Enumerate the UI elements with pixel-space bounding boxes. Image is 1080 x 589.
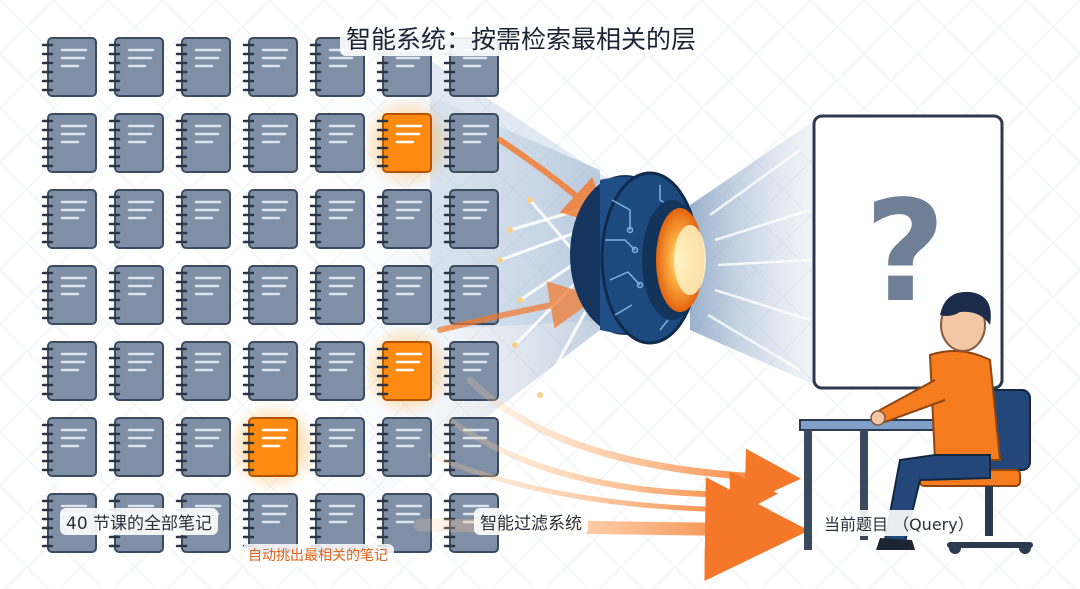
notebook-icon — [443, 189, 499, 249]
output-ray — [714, 288, 811, 322]
notebook-icon — [41, 37, 97, 97]
question-mark-icon: ? — [864, 171, 945, 334]
notebook-icon — [376, 417, 432, 477]
filter-system-label: 智能过滤系统 — [474, 508, 588, 535]
person-icon — [870, 291, 1002, 550]
notebook-icon — [309, 417, 365, 477]
ray-dot — [507, 227, 513, 233]
notebook-icon — [108, 189, 164, 249]
notebook-icon — [175, 265, 231, 325]
notes-grid — [41, 37, 499, 553]
all-notes-label: 40 节课的全部笔记 — [60, 508, 219, 535]
notebook-icon — [376, 189, 432, 249]
notebook-highlighted-icon — [227, 401, 319, 493]
notebook-icon — [443, 341, 499, 401]
notebook-icon — [309, 113, 365, 173]
notebook-icon — [41, 417, 97, 477]
notebook-icon — [376, 493, 432, 553]
auto-pick-label: 自动挑出最相关的笔记 — [242, 544, 394, 566]
output-ray — [709, 148, 801, 217]
arrow-to-query-1 — [466, 376, 801, 505]
output-ray — [717, 258, 813, 267]
notebook-icon — [108, 341, 164, 401]
notebook-icon — [309, 341, 365, 401]
notebook-icon — [108, 113, 164, 173]
notebook-icon — [41, 113, 97, 173]
notebook-icon — [242, 189, 298, 249]
notebook-icon — [175, 113, 231, 173]
query-label: 当前题目 （Query） — [818, 510, 980, 536]
notebook-icon — [242, 37, 298, 97]
ray-dot — [512, 342, 518, 348]
notebook-highlighted-icon — [361, 325, 453, 417]
notebook-icon — [175, 417, 231, 477]
notebook-icon — [175, 189, 231, 249]
page-title: 智能系统：按需检索最相关的层 — [340, 20, 703, 56]
notebook-icon — [443, 113, 499, 173]
notebook-icon — [41, 265, 97, 325]
ray-dot — [537, 392, 543, 398]
notebook-icon — [309, 265, 365, 325]
ray-dot — [497, 257, 503, 263]
notebook-icon — [175, 341, 231, 401]
notebook-icon — [242, 341, 298, 401]
notebook-highlighted-icon — [361, 97, 453, 189]
output-beam — [690, 120, 815, 385]
notebook-icon — [242, 113, 298, 173]
arrow-to-lens-2 — [437, 281, 598, 333]
notebook-icon — [108, 265, 164, 325]
notebook-icon — [41, 189, 97, 249]
notebook-icon — [41, 341, 97, 401]
notebook-icon — [309, 189, 365, 249]
ray-dot — [517, 297, 523, 303]
filter-lens-icon — [570, 171, 706, 345]
notebook-icon — [376, 265, 432, 325]
notebook-icon — [108, 37, 164, 97]
ray-dot — [527, 197, 533, 203]
notebook-icon — [108, 417, 164, 477]
output-ray — [714, 208, 811, 242]
arrow-to-query-main — [413, 477, 809, 582]
output-ray — [707, 313, 801, 372]
notebook-icon — [242, 265, 298, 325]
notebook-icon — [175, 37, 231, 97]
